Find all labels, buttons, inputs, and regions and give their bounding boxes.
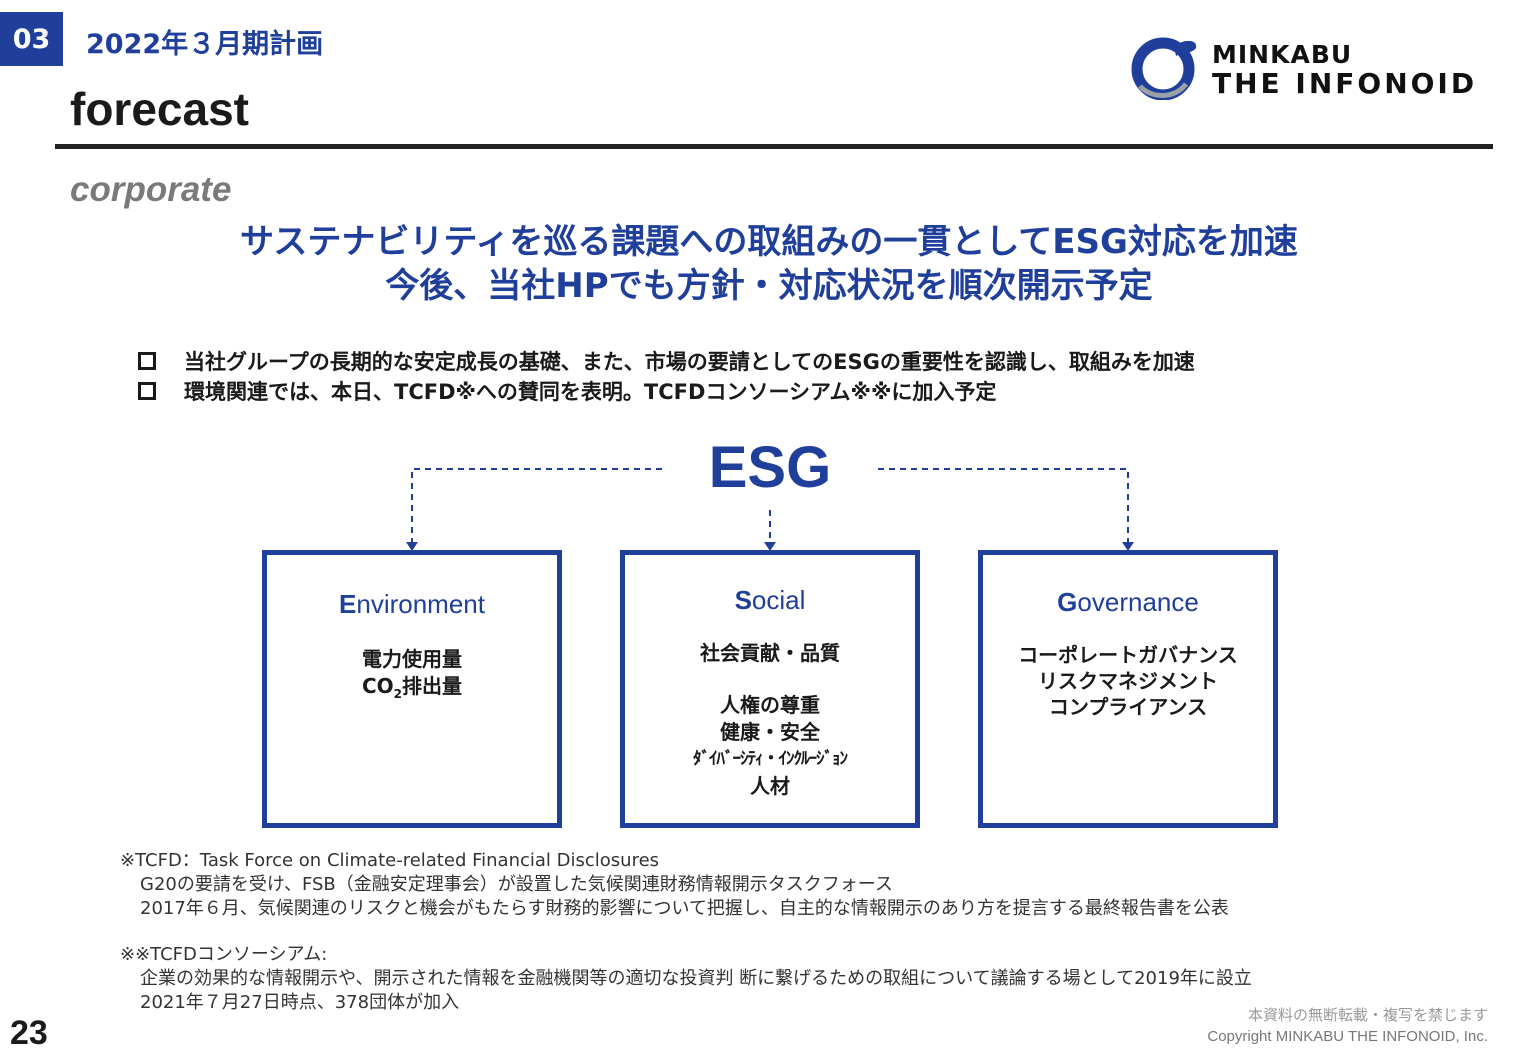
title-rest: overnance [1077,587,1199,617]
governance-title: Governance [983,587,1273,618]
list-item: 人権の尊重 [720,693,820,717]
logo-text-minkabu: MINKABU [1212,40,1353,69]
item-spacer [625,667,915,692]
title-rest: ocial [751,585,806,615]
list-item: CO2排出量 [267,673,557,708]
infonoid-logo-icon [1131,37,1197,100]
bullet-text: 環境関連では、本日、TCFD※への賛同を表明。TCFDコンソーシアム※※に加入予… [184,380,997,404]
title-initial: E [339,589,357,619]
square-bullet-icon [138,352,156,370]
footnote-tcfd-line: G20の要請を受け、FSB（金融安定理事会）が設置した気候関連財務情報開示タスク… [140,874,893,895]
square-bullet-icon [138,382,156,400]
environment-items: 電力使用量 CO2排出量 [267,646,557,708]
section-number: 03 [12,23,51,55]
list-item: 人材 [750,774,790,798]
section-number-badge: 03 [0,12,63,66]
page-number: 23 [10,1014,48,1052]
governance-items: コーポレートガバナンス リスクマネジメント コンプライアンス [983,642,1273,720]
connector-right [878,468,1129,542]
headline-line-2: 今後、当社HPでも方針・対応状況を順次開示予定 [385,266,1153,306]
logo-text-infonoid: THE INFONOID [1212,67,1478,100]
list-item: リスクマネジメント [1038,669,1218,693]
list-item: コーポレートガバナンス [1018,643,1238,667]
esg-title: ESG [708,435,832,500]
list-item: コンプライアンス [1048,695,1208,719]
footnote-consortium-title: ※※TCFDコンソーシアム: [120,944,328,965]
bullet-item: 環境関連では、本日、TCFD※への賛同を表明。TCFDコンソーシアム※※に加入予… [138,376,1398,406]
footnote-consortium-line: 企業の効果的な情報開示や、開示された情報を金融機関等の適切な投資判 断に繋げるた… [140,968,1252,989]
footnotes: ※TCFD：Task Force on Climate-related Fina… [120,849,1420,1015]
footnote-spacer [120,921,1420,943]
list-item: 電力使用量 [362,647,462,671]
minkabu-logo: MINKABU THE INFONOID [1130,34,1510,100]
co2-subscript: 2 [393,687,403,701]
header-divider [55,144,1493,149]
page-title: forecast [70,83,249,135]
list-item: 社会貢献・品質 [700,641,840,665]
category-label: corporate [70,170,232,209]
connector-left [411,468,662,542]
headline-line-1: サステナビリティを巡る課題への取組みの一貫としてESG対応を加速 [240,222,1298,262]
title-rest: nvironment [356,589,485,619]
bullet-text: 当社グループの長期的な安定成長の基礎、また、市場の要請としてのESGの重要性を認… [184,350,1195,374]
footnote-tcfd-title: ※TCFD：Task Force on Climate-related Fina… [120,850,660,871]
co2-prefix: CO [361,674,394,698]
social-box: Social 社会貢献・品質 人権の尊重 健康・安全 ﾀﾞｲﾊﾞｰｼﾃｨ・ｲﾝｸ… [620,550,920,828]
governance-box: Governance コーポレートガバナンス リスクマネジメント コンプライアン… [978,550,1278,828]
rights-notice: 本資料の無断転載・複写を禁じます [1247,1006,1488,1024]
social-items: 社会貢献・品質 人権の尊重 健康・安全 ﾀﾞｲﾊﾞｰｼﾃｨ・ｲﾝｸﾙｰｼﾞｮﾝ … [625,640,915,800]
environment-box: Environment 電力使用量 CO2排出量 [262,550,562,828]
plan-title: 2022年３月期計画 [86,29,324,60]
footnote-tcfd-line: 2017年６月、気候関連のリスクと機会がもたらす財務的影響について把握し、自主的… [140,898,1229,919]
environment-title: Environment [267,589,557,620]
bullet-item: 当社グループの長期的な安定成長の基礎、また、市場の要請としてのESGの重要性を認… [138,346,1398,376]
title-initial: S [734,585,752,615]
bullet-list: 当社グループの長期的な安定成長の基礎、また、市場の要請としてのESGの重要性を認… [138,346,1398,406]
social-title: Social [625,585,915,616]
co2-suffix: 排出量 [402,674,463,698]
list-item: ﾀﾞｲﾊﾞｰｼﾃｨ・ｲﾝｸﾙｰｼﾞｮﾝ [693,749,848,769]
title-initial: G [1057,587,1078,617]
copyright-notice: Copyright MINKABU THE INFONOID, Inc. [1207,1028,1488,1045]
list-item: 健康・安全 [720,720,820,744]
footnote-consortium-line: 2021年７月27日時点、378団体が加入 [140,992,460,1013]
